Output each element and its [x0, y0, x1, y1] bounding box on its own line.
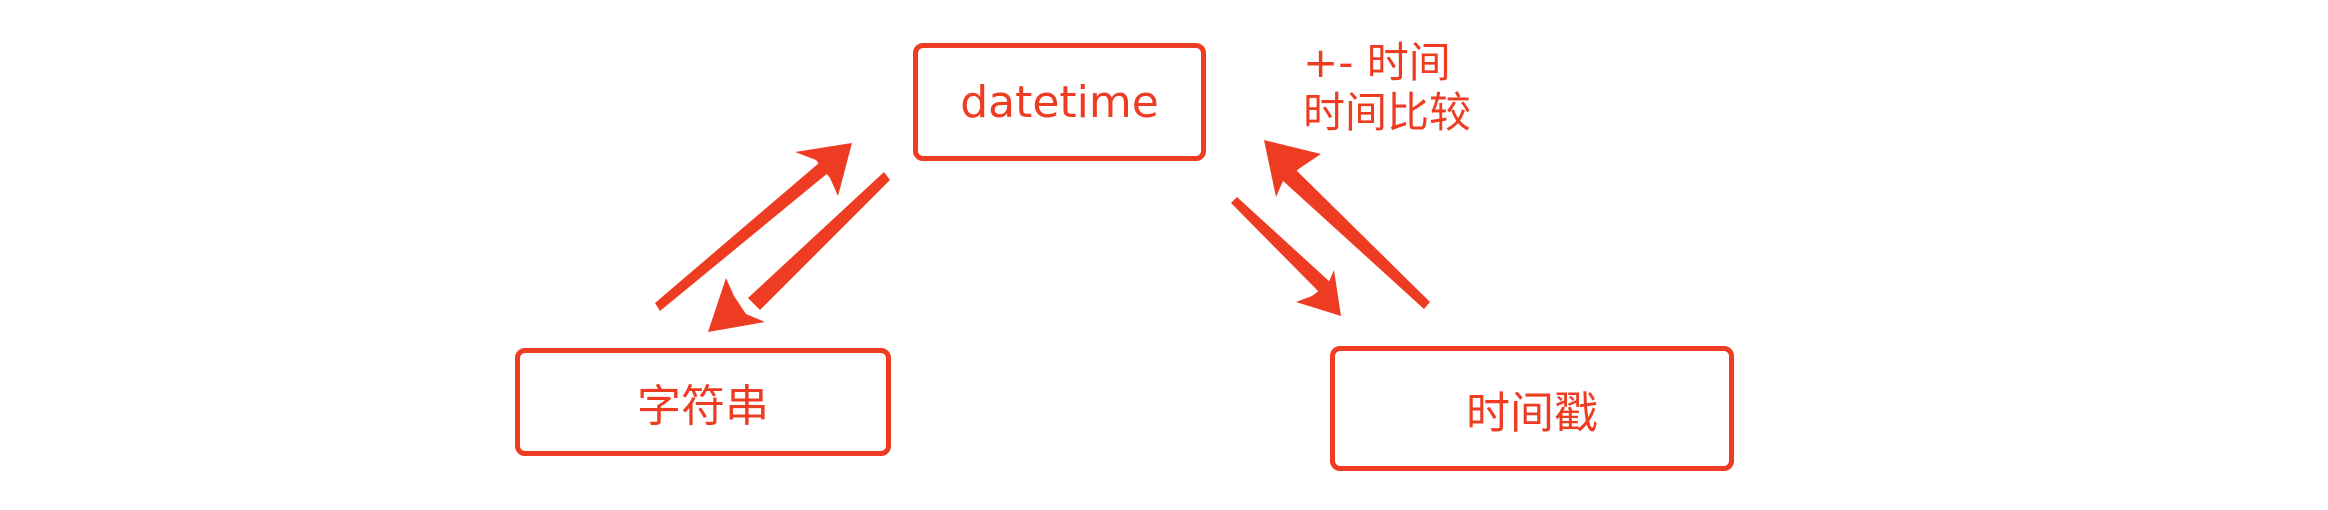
string-node: 字符串 [515, 348, 891, 456]
datetime-node: datetime [913, 43, 1206, 161]
timestamp-node: 时间戳 [1330, 346, 1734, 471]
arrow-datetime-to-string [708, 172, 890, 332]
annotation-comparison: 时间比较 [1303, 88, 1472, 137]
string-label: 字符串 [637, 381, 769, 432]
operations-annotation: +- 时间 时间比较 [1303, 38, 1471, 138]
arrow-timestamp-to-datetime [1264, 140, 1430, 309]
timestamp-label: 时间戳 [1466, 387, 1598, 439]
datetime-label: datetime [960, 76, 1159, 128]
arrow-string-to-datetime [655, 143, 852, 311]
annotation-arithmetic: +- 时间 [1303, 38, 1451, 87]
arrow-datetime-to-timestamp [1231, 197, 1341, 316]
